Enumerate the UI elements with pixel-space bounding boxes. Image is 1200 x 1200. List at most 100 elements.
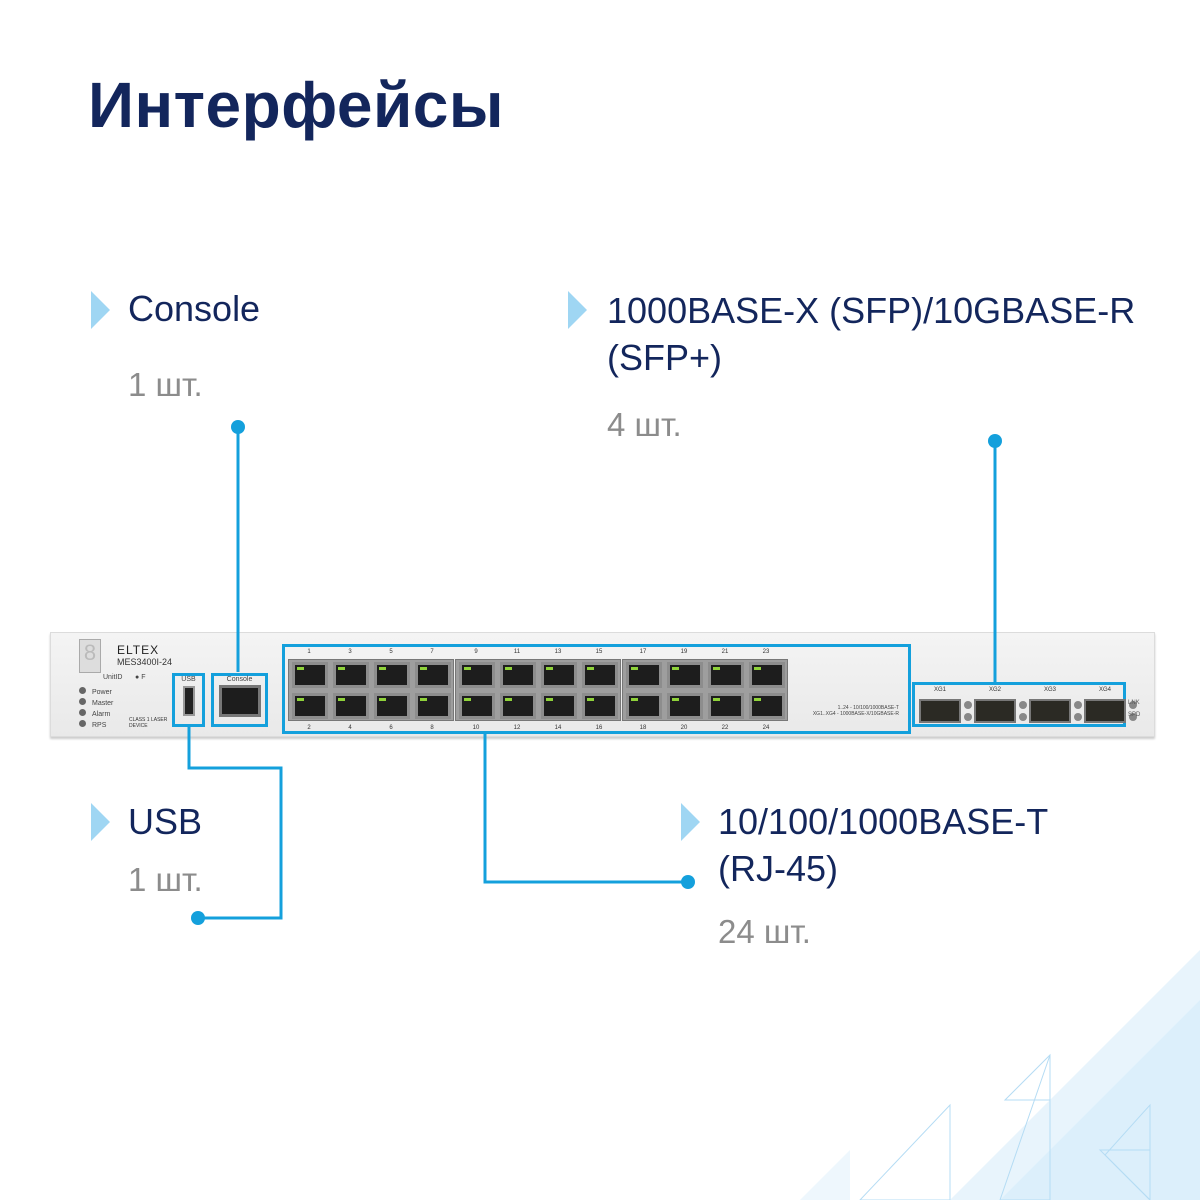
sfp-led-icon [964, 713, 972, 721]
rj45-port-16[interactable] [582, 693, 618, 719]
rj45-port-5[interactable] [374, 662, 410, 688]
rj45-port-14[interactable] [541, 693, 577, 719]
port-number: 1 [307, 649, 311, 655]
led-alarm: Alarm [79, 709, 110, 718]
port-number: 10 [472, 725, 480, 731]
console-port-label: Console [226, 676, 253, 683]
rj45-port-6[interactable] [374, 693, 410, 719]
port-number: 15 [595, 649, 603, 655]
usb-label: USB [128, 801, 203, 842]
rj45-port-17[interactable] [626, 662, 662, 688]
port-number: 17 [639, 649, 647, 655]
rj45-port-22[interactable] [708, 693, 744, 719]
port-number: 23 [762, 649, 770, 655]
usb-connector [182, 686, 195, 716]
rj45-port-24[interactable] [749, 693, 785, 719]
port-number: 9 [474, 649, 478, 655]
sfp-led-icon [1019, 701, 1027, 709]
sfp-label: 1000BASE-X (SFP)/10GBASE-R (SFP+) [607, 287, 1135, 381]
rj45-port-2[interactable] [292, 693, 328, 719]
usb-port[interactable]: USB [172, 673, 205, 727]
port-number: 18 [639, 725, 647, 731]
port-number: 13 [554, 649, 562, 655]
rj45-port-15[interactable] [582, 662, 618, 688]
rj45-port-20[interactable] [667, 693, 703, 719]
sfp-port-xg2[interactable] [974, 699, 1016, 723]
port-number: 19 [680, 649, 688, 655]
rj45-port-7[interactable] [415, 662, 451, 688]
sfp-port-label: XG3 [1043, 687, 1056, 693]
legend-line1: 1..24 - 10/100/1000BASE-T [837, 705, 899, 711]
sfp-led-icon [1129, 701, 1137, 709]
sfp-port-xg3[interactable] [1029, 699, 1071, 723]
led-rps: RPS [79, 720, 106, 729]
led-label: Master [92, 700, 114, 707]
port-number: 5 [389, 649, 393, 655]
page-title: Интерфейсы [88, 69, 505, 141]
led-power: Power [79, 687, 112, 696]
rj45-port-1[interactable] [292, 662, 328, 688]
led-icon [79, 709, 86, 716]
port-number: 14 [554, 725, 562, 731]
rj45-label-line1: 10/100/1000BASE-T [718, 801, 1049, 842]
port-block [455, 659, 621, 721]
rj45-port-13[interactable] [541, 662, 577, 688]
port-number: 20 [680, 725, 688, 731]
sfp-port-label: XG2 [988, 687, 1001, 693]
sfp-led-icon [1019, 713, 1027, 721]
console-connector [218, 685, 261, 717]
led-icon [79, 687, 86, 694]
led-master: Master [79, 698, 113, 707]
rj45-port-8[interactable] [415, 693, 451, 719]
rj45-port-9[interactable] [459, 662, 495, 688]
spd-label: SPD [1128, 712, 1141, 718]
port-number: 12 [513, 725, 521, 731]
rj45-port-18[interactable] [626, 693, 662, 719]
usb-port-label: USB [181, 676, 196, 683]
port-number: 2 [307, 725, 311, 731]
laser-label: CLASS 1 LASER DEVICE [129, 717, 168, 729]
sfp-label-line2: (SFP+) [607, 337, 723, 378]
arrow-icon [91, 291, 110, 329]
led-icon [79, 720, 86, 727]
sfp-led-icon [1129, 713, 1137, 721]
led-label: Alarm [92, 711, 111, 718]
port-block [622, 659, 788, 721]
sfp-port-xg4[interactable] [1084, 699, 1126, 723]
rj45-port-4[interactable] [333, 693, 369, 719]
console-label: Console [128, 288, 261, 329]
brand-logo: ELTEX [117, 643, 160, 657]
sfp-led-icon [964, 701, 972, 709]
unit-id-label: UnitID [103, 674, 123, 681]
sfp-led-icon [1074, 701, 1082, 709]
rj45-port-3[interactable] [333, 662, 369, 688]
console-port[interactable]: Console [211, 673, 268, 727]
sfp-count: 4 шт. [607, 406, 682, 443]
console-count: 1 шт. [128, 366, 203, 403]
led-label: RPS [92, 722, 107, 729]
sfp-port-label: XG1 [933, 687, 946, 693]
usb-count: 1 шт. [128, 861, 203, 898]
rj45-port-19[interactable] [667, 662, 703, 688]
rj45-port-11[interactable] [500, 662, 536, 688]
rj45-port-21[interactable] [708, 662, 744, 688]
arrow-icon [681, 803, 700, 841]
sfp-port-xg1[interactable] [919, 699, 961, 723]
port-number: 8 [430, 725, 434, 731]
rj45-port-23[interactable] [749, 662, 785, 688]
port-number: 21 [721, 649, 729, 655]
sfp-label-line1: 1000BASE-X (SFP)/10GBASE-R [607, 290, 1136, 331]
rj45-port-12[interactable] [500, 693, 536, 719]
rj45-label: 10/100/1000BASE-T(RJ-45) [718, 798, 1048, 892]
rj45-port-10[interactable] [459, 693, 495, 719]
model-label: MES3400I-24 [117, 657, 173, 667]
port-number: 3 [348, 649, 352, 655]
port-number: 7 [430, 649, 434, 655]
f-label: ● F [135, 674, 146, 681]
